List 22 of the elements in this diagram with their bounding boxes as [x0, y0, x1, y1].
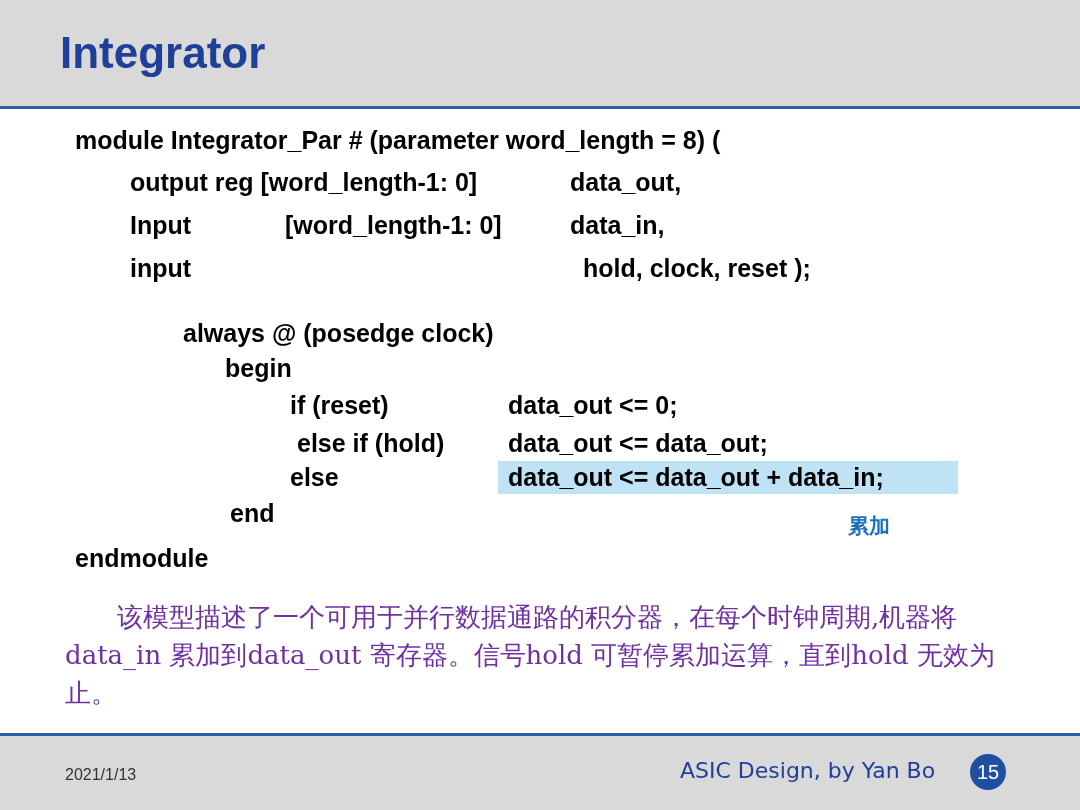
code-line: else [290, 463, 339, 492]
code-line: [word_length-1: 0] [285, 211, 502, 240]
description-paragraph: 该模型描述了一个可用于并行数据通路的积分器，在每个时钟周期,机器将data_in 累加到data_out 寄存器。信号hold 可暂停累加运算，直到hold 无效为止。 [65, 601, 996, 710]
date-text: 2021/1/13 [65, 766, 137, 784]
code-line: endmodule [75, 544, 209, 573]
code-line: input [130, 254, 192, 283]
code-line: module Integrator_Par # (parameter word_length = 8) ( [75, 126, 721, 155]
code-line: always @ (posedge clock) [183, 319, 494, 348]
slide-title: Integrator [60, 28, 266, 78]
annotation-text: 累加 [848, 513, 890, 539]
code-line: else if (hold) [297, 429, 445, 458]
code-line: if (reset) [290, 391, 389, 420]
code-line: Input [130, 211, 192, 240]
code-line: data_out, [570, 168, 682, 197]
code-line: data_in, [570, 211, 665, 240]
footer-text: ASIC Design, by Yan Bo [680, 758, 936, 783]
code-line: hold, clock, reset ); [583, 254, 811, 283]
code-line: data_out <= data_out; [508, 429, 768, 458]
code-line: end [230, 499, 275, 528]
code-line: data_out <= 0; [508, 391, 678, 420]
code-line: begin [225, 354, 292, 383]
code-line: output reg [word_length-1: 0] [130, 168, 478, 197]
